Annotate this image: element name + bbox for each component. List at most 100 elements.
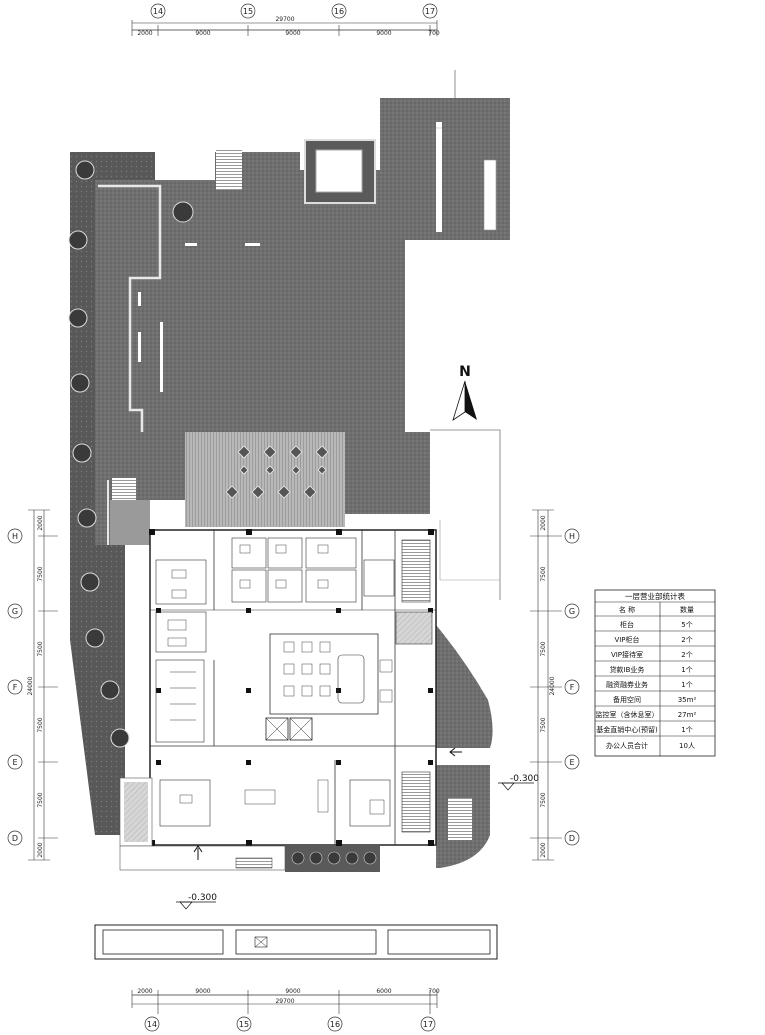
right-curved-paving [436, 625, 493, 868]
bottom-dim-5: 700 [428, 988, 440, 995]
table-row-name: 柜台 [620, 620, 634, 629]
bottom-dim-2: 9000 [195, 988, 210, 995]
table-row-qty: 5个 [681, 621, 692, 629]
svg-text:15: 15 [243, 7, 253, 16]
table-header-name: 名 称 [619, 605, 635, 614]
top-total-dim: 29700 [275, 16, 294, 23]
svg-text:F: F [13, 683, 18, 692]
top-dim-3: 9000 [285, 30, 300, 37]
table-row-qty: 1个 [681, 666, 692, 674]
table-row-qty: 10人 [679, 742, 695, 750]
right-dimension-string: 24000 2000 7500 7500 7500 7500 2000 H G … [530, 509, 580, 861]
table-row-qty: 1个 [681, 726, 692, 734]
svg-text:N: N [459, 364, 471, 380]
grid-bubble-D-right: D [564, 830, 580, 846]
grid-bubble-D-left: D [7, 830, 23, 846]
grid-bubble-16-bottom: 16 [327, 1016, 343, 1032]
grid-bubble-H-left: H [7, 528, 23, 544]
grid-bubble-G-right: G [564, 603, 580, 619]
top-dimension-string: 29700 2000 9000 9000 9000 700 14 15 16 1… [131, 3, 440, 37]
table-row-name: 基金直销中心(预留) [596, 725, 658, 734]
table-title: 一层营业部统计表 [625, 591, 685, 601]
trees [68, 160, 194, 748]
grid-bubble-G-left: G [7, 603, 23, 619]
svg-text:G: G [12, 607, 18, 616]
top-dim-1: 2000 [137, 30, 152, 37]
svg-text:H: H [12, 532, 18, 541]
svg-text:D: D [569, 834, 575, 843]
planter-clusters [225, 445, 329, 499]
table-row-name: 办公人员合计 [606, 741, 648, 750]
grid-bubble-F-right: F [564, 679, 580, 695]
top-dim-5: 700 [428, 30, 440, 37]
table-header-qty: 数量 [680, 605, 694, 614]
table-row-qty: 35m² [678, 696, 697, 704]
svg-text:F: F [570, 683, 575, 692]
svg-text:D: D [12, 834, 18, 843]
bottom-dim-3: 9000 [285, 988, 300, 995]
svg-text:7500: 7500 [540, 717, 547, 732]
table-row-qty: 27m² [678, 711, 697, 719]
svg-text:15: 15 [239, 1020, 249, 1029]
svg-text:7500: 7500 [37, 792, 44, 807]
grid-bubble-E-left: E [7, 754, 23, 770]
table-row-name: 备用空间 [613, 695, 641, 704]
left-total-dim: 24000 [27, 676, 34, 695]
svg-text:16: 16 [334, 7, 344, 16]
table-row-name: VIP接待室 [611, 650, 643, 659]
grid-bubble-17-bottom: 17 [420, 1016, 436, 1032]
bottom-dimension-string: 2000 9000 9000 6000 700 29700 14 15 16 1… [131, 988, 440, 1032]
svg-text:14: 14 [153, 7, 163, 16]
table-row-name: 监控室（含休息室） [596, 710, 659, 719]
svg-text:G: G [569, 607, 575, 616]
svg-text:17: 17 [425, 7, 435, 16]
svg-text:7500: 7500 [37, 566, 44, 581]
svg-text:-0.300: -0.300 [510, 774, 539, 784]
bottom-dim-1: 2000 [137, 988, 152, 995]
grid-bubble-E-right: E [564, 754, 580, 770]
level-mark-bottom: -0.300 [176, 893, 217, 910]
grid-bubble-15-top: 15 [240, 3, 256, 19]
top-dim-4: 9000 [376, 30, 391, 37]
table-row-name: 融资融券业务 [606, 680, 648, 689]
svg-text:7500: 7500 [540, 792, 547, 807]
svg-text:7500: 7500 [540, 566, 547, 581]
north-arrow: N [452, 364, 477, 421]
grid-bubble-14-bottom: 14 [144, 1016, 160, 1032]
level-mark-right: -0.300 [498, 774, 539, 791]
svg-text:14: 14 [147, 1020, 157, 1029]
table-row-name: VIP柜台 [614, 635, 639, 644]
svg-text:2000: 2000 [540, 842, 547, 857]
site-paving [70, 98, 510, 835]
svg-text:E: E [569, 758, 574, 767]
table-row-qty: 2个 [681, 651, 692, 659]
svg-text:2000: 2000 [37, 515, 44, 530]
grid-bubble-15-bottom: 15 [236, 1016, 252, 1032]
site-boundary [430, 70, 501, 600]
svg-text:7500: 7500 [37, 717, 44, 732]
svg-text:7500: 7500 [37, 641, 44, 656]
svg-text:17: 17 [423, 1020, 433, 1029]
svg-text:2000: 2000 [540, 515, 547, 530]
svg-text:16: 16 [330, 1020, 340, 1029]
right-total-dim: 24000 [549, 676, 556, 695]
svg-text:E: E [12, 758, 17, 767]
svg-text:-0.300: -0.300 [188, 893, 217, 903]
svg-text:2000: 2000 [37, 842, 44, 857]
grid-bubble-16-top: 16 [331, 3, 347, 19]
building [149, 529, 437, 846]
table-row-qty: 2个 [681, 636, 692, 644]
entry-area [119, 747, 462, 872]
statistics-table: 一层营业部统计表 名 称 数量 柜台 5个 VIP柜台 2个 VIP接待室 2个… [594, 589, 716, 757]
lower-planter-boxes [94, 924, 498, 960]
svg-text:7500: 7500 [540, 641, 547, 656]
top-dim-2: 9000 [195, 30, 210, 37]
left-dimension-string: 24000 2000 7500 7500 7500 7500 2000 H G … [7, 509, 58, 861]
table-row-qty: 1个 [681, 681, 692, 689]
grid-bubble-F-left: F [7, 679, 23, 695]
svg-text:H: H [569, 532, 575, 541]
table-row-name: 贷款IB业务 [610, 665, 645, 674]
grid-bubble-14-top: 14 [150, 3, 166, 19]
bottom-total-dim: 29700 [275, 998, 294, 1005]
